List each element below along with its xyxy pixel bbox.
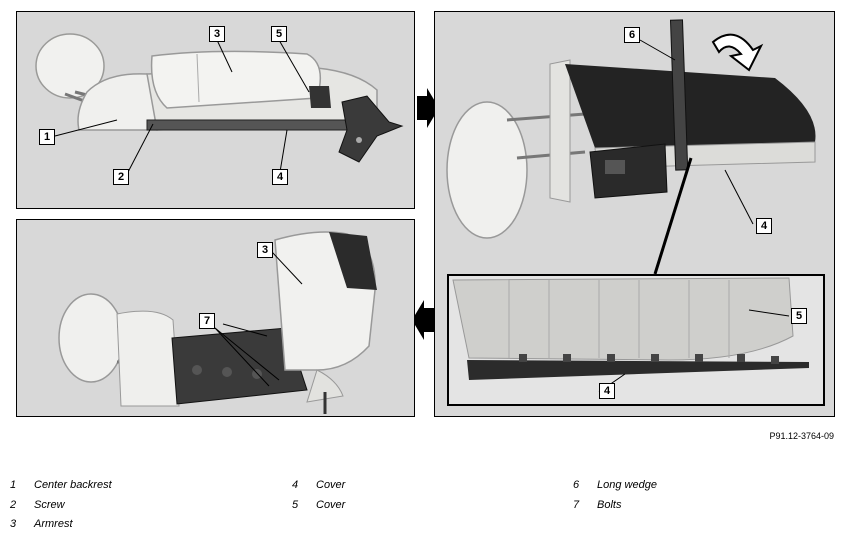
panel-2-illustration [446, 19, 816, 275]
callout-2: 2 [113, 169, 129, 185]
detail-inset: 5 4 [447, 274, 825, 406]
callout-5: 5 [271, 26, 287, 42]
legend-number: 1 [10, 479, 17, 491]
legend-label: Cover [316, 479, 346, 491]
legend-label: Long wedge [597, 479, 657, 491]
callout-3: 3 [209, 26, 225, 42]
legend-number: 5 [292, 499, 299, 511]
panel-step-3: 3 7 [16, 219, 415, 417]
callout-1: 1 [39, 129, 55, 145]
legend-item-1: 1 Center backrest [10, 479, 112, 491]
callout-4: 4 [272, 169, 288, 185]
detail-inset-illustration [452, 277, 809, 393]
callout-3: 3 [257, 242, 273, 258]
callout-5: 5 [791, 308, 807, 324]
legend-number: 6 [573, 479, 580, 491]
callout-7: 7 [199, 313, 215, 329]
legend-number: 7 [573, 499, 580, 511]
legend-item-5: 5 Cover [292, 499, 345, 511]
legend-number: 4 [292, 479, 299, 491]
legend-number: 2 [10, 499, 17, 511]
legend-label: Bolts [597, 499, 622, 511]
legend-label: Center backrest [34, 479, 112, 491]
panel-step-1: 3 5 1 2 4 [16, 11, 415, 209]
legend-number: 3 [10, 518, 17, 530]
figure-code: P91.12-3764-09 [769, 431, 834, 441]
arrow-left-icon [412, 300, 434, 340]
legend-label: Cover [316, 499, 346, 511]
arrow-right-icon [417, 88, 439, 128]
legend-item-7: 7 Bolts [573, 499, 621, 511]
legend-item-3: 3 Armrest [10, 518, 73, 530]
panel-3-illustration [58, 231, 377, 414]
legend-label: Armrest [34, 518, 73, 530]
panel-step-2: 6 4 5 [434, 11, 835, 417]
legend-item-2: 2 Screw [10, 499, 65, 511]
legend-item-6: 6 Long wedge [573, 479, 657, 491]
legend-label: Screw [34, 499, 65, 511]
callout-6: 6 [624, 27, 640, 43]
panel-1-illustration [35, 33, 404, 175]
callout-4: 4 [599, 383, 615, 399]
callout-4: 4 [756, 218, 772, 234]
legend-item-4: 4 Cover [292, 479, 345, 491]
